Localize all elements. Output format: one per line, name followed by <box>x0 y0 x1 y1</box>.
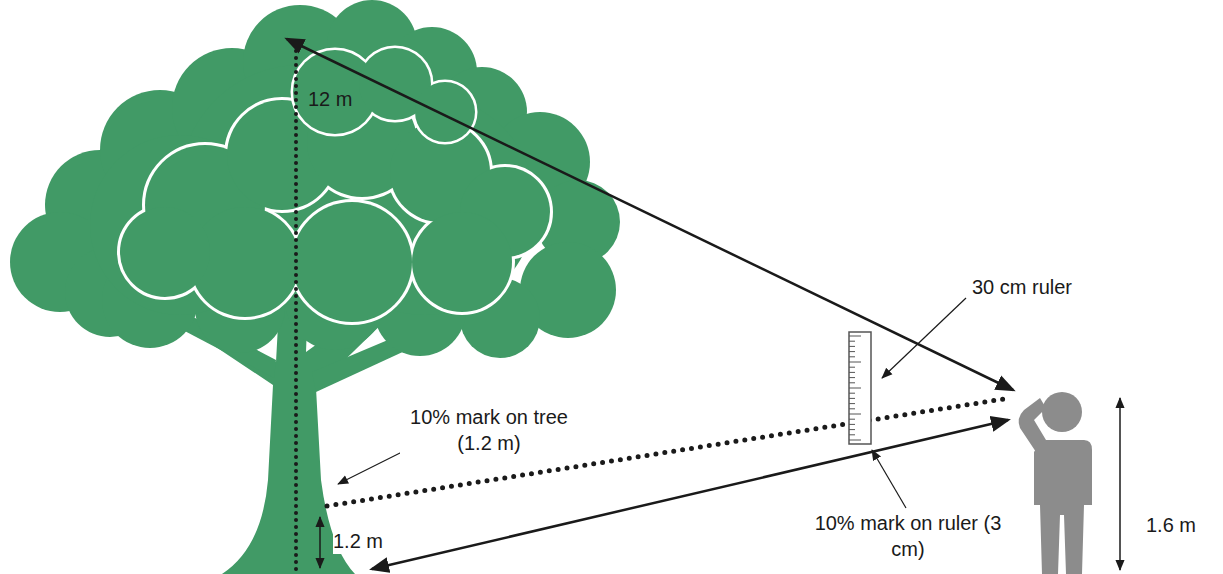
ruler-tick <box>849 382 855 383</box>
ruler-callout: 30 cm ruler <box>972 274 1072 300</box>
ruler-tick <box>849 351 855 352</box>
ruler-tick <box>849 388 861 389</box>
ruler-tick <box>849 367 855 368</box>
sight-dotted-line <box>327 399 1004 506</box>
dimension-label: 1.2 m <box>333 528 383 554</box>
canopy-fill <box>293 48 475 142</box>
dimension-arrow-1-2m <box>319 517 321 568</box>
ruler-tick <box>849 398 855 399</box>
leader-arrow-ruler <box>882 298 966 378</box>
ruler-ticks <box>849 336 861 440</box>
ruler-tick <box>849 429 855 430</box>
ruler-tick <box>849 346 855 347</box>
ruler-tick <box>849 377 855 378</box>
ruler-tick <box>849 372 855 373</box>
leader-arrow-ruler-mark <box>872 450 906 508</box>
ruler-tick <box>849 393 855 394</box>
ruler-tick <box>849 414 861 415</box>
person-arm <box>1019 398 1046 452</box>
dimension-arrow-1-6m <box>1119 398 1121 570</box>
ruler-tick <box>849 424 855 425</box>
person-figure <box>1019 392 1092 574</box>
person-body <box>1034 440 1092 574</box>
ruler-tick <box>849 341 855 342</box>
ruler-tick <box>849 362 861 363</box>
ruler-tick <box>849 336 861 337</box>
ruler-body <box>849 332 871 444</box>
tree-mark-callout: 10% mark on tree (1.2 m) <box>400 404 578 456</box>
ruler-mark-callout: 10% mark on ruler (3 cm) <box>813 510 1003 562</box>
height-label: 12 m <box>308 86 352 112</box>
ruler-tick <box>849 419 855 420</box>
dimension-label: 1.6 m <box>1146 512 1196 538</box>
ruler-tick <box>849 408 855 409</box>
ruler-tick <box>849 403 855 404</box>
ruler-tick <box>849 440 861 441</box>
height-dotted-line <box>294 44 298 572</box>
ruler <box>849 332 871 444</box>
ruler-tick <box>849 356 855 357</box>
sight-arrow-top <box>287 39 1013 390</box>
ruler-tick <box>849 434 855 435</box>
canopy-outline <box>293 48 475 142</box>
person-head <box>1042 392 1082 432</box>
